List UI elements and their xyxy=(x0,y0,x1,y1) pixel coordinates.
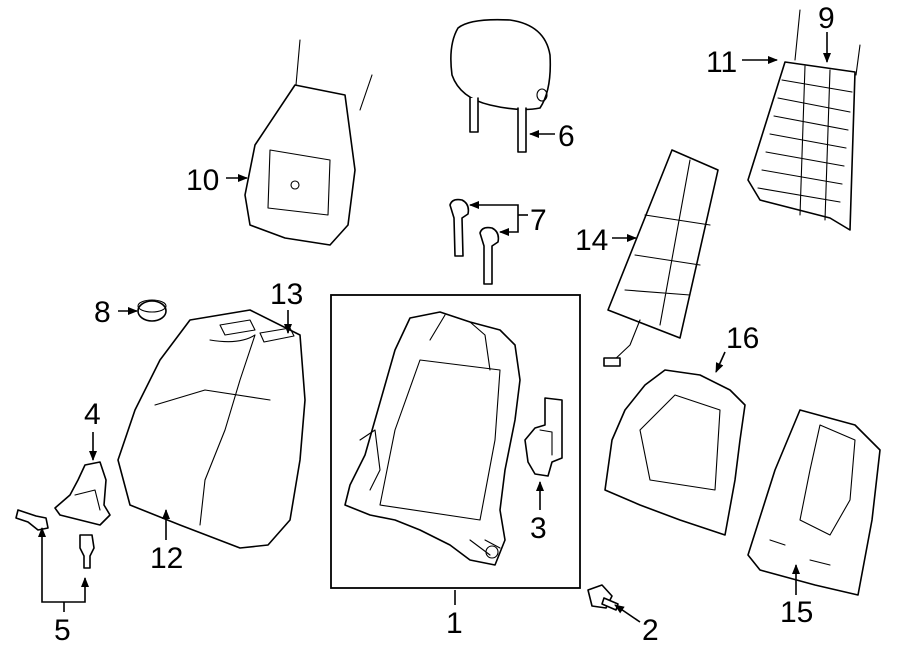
part-4-trim-piece xyxy=(54,461,111,526)
callout-9: 9 xyxy=(818,2,835,35)
part-16-back-frame xyxy=(604,369,746,536)
callout-3: 3 xyxy=(530,512,547,545)
callout-12: 12 xyxy=(150,542,183,575)
callout-5: 5 xyxy=(54,614,71,647)
callout-1: 1 xyxy=(446,607,463,640)
callout-15: 15 xyxy=(780,596,813,629)
part-12-seat-back-cushion xyxy=(117,309,306,549)
part-8-grommet xyxy=(137,299,167,322)
callout-14: 14 xyxy=(575,224,608,257)
callout-16: 16 xyxy=(726,322,759,355)
part-7-guide-sleeves xyxy=(449,198,500,285)
callout-6: 6 xyxy=(558,120,575,153)
part-14-heater-pad xyxy=(603,149,719,367)
leader-lines xyxy=(38,32,831,623)
part-9-suspension-mat xyxy=(747,9,861,231)
callout-labels: 1 2 3 4 5 6 7 8 9 10 11 12 13 14 15 16 xyxy=(54,2,835,647)
part-5-studs xyxy=(15,509,95,569)
callout-2: 2 xyxy=(642,614,659,647)
part-1-group-box xyxy=(330,294,581,589)
part-1-seat-back-frame xyxy=(330,294,581,589)
part-15-back-panel xyxy=(747,409,881,596)
part-10-lumbar-support xyxy=(244,39,373,246)
callout-7: 7 xyxy=(530,204,547,237)
callout-8: 8 xyxy=(94,296,111,329)
part-3-bracket xyxy=(524,397,563,477)
part-6-headrest xyxy=(450,18,552,153)
part-13-pad-top xyxy=(219,319,295,343)
callout-11: 11 xyxy=(706,46,737,79)
callout-13: 13 xyxy=(270,278,303,311)
callout-10: 10 xyxy=(186,164,219,197)
callout-4: 4 xyxy=(84,398,101,431)
part-2-bolt xyxy=(587,584,619,611)
